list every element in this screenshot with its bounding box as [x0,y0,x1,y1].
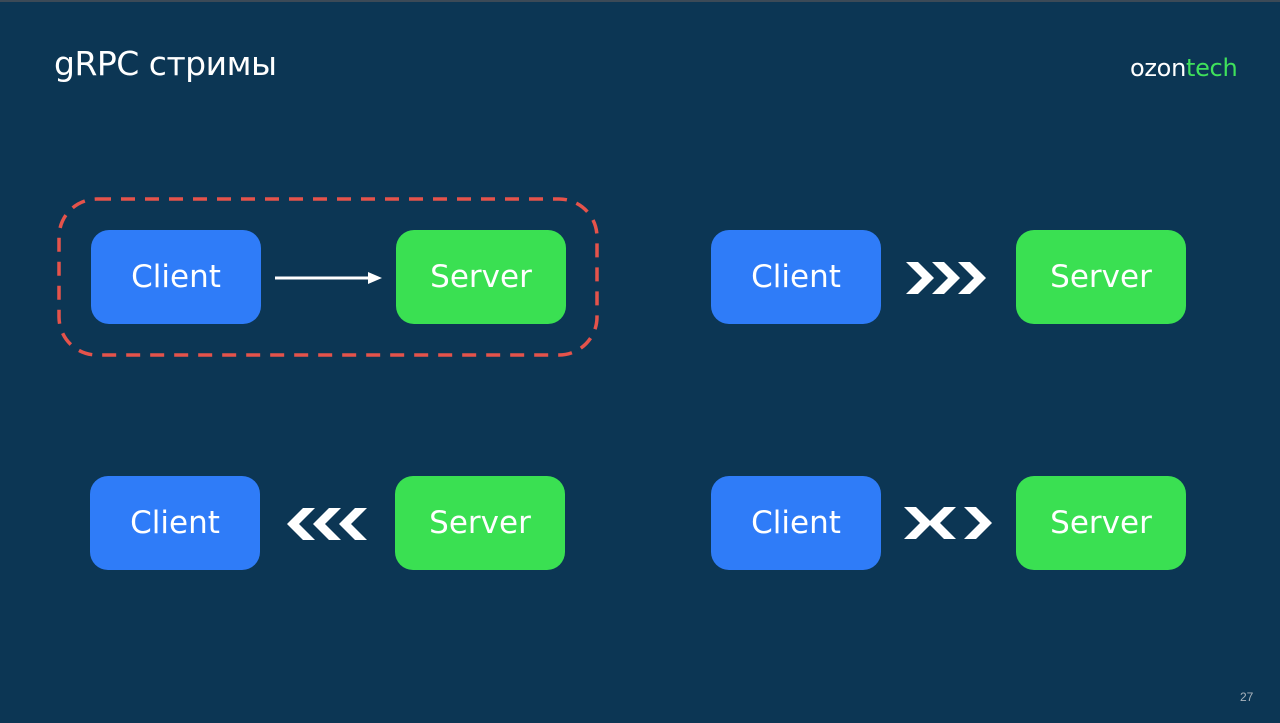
client-box-unary: Client [91,230,261,324]
logo-ozon-text: ozon [1130,54,1186,82]
client-box-server-stream: Client [90,476,260,570]
server-label: Server [1050,259,1152,295]
client-label: Client [131,259,221,295]
server-box-server-stream: Server [395,476,565,570]
client-box-bidi-stream: Client [711,476,881,570]
server-label: Server [429,505,531,541]
client-box-client-stream: Client [711,230,881,324]
highlight-dashed-border [57,197,599,357]
client-label: Client [130,505,220,541]
client-label: Client [751,259,841,295]
ozontech-logo: ozontech [1130,54,1238,82]
server-label: Server [1050,505,1152,541]
client-label: Client [751,505,841,541]
page-number: 27 [1240,690,1254,704]
server-box-bidi-stream: Server [1016,476,1186,570]
arrow-right-icon [275,272,382,284]
triple-chevron-left-icon [287,508,367,540]
logo-tech-text: tech [1185,54,1238,82]
server-label: Server [430,259,532,295]
bidirectional-chevrons-icon [904,507,992,539]
server-box-unary: Server [396,230,566,324]
server-box-client-stream: Server [1016,230,1186,324]
triple-chevron-right-icon [906,262,986,294]
top-border [0,0,1280,2]
slide-title: gRPC стримы [54,44,277,83]
